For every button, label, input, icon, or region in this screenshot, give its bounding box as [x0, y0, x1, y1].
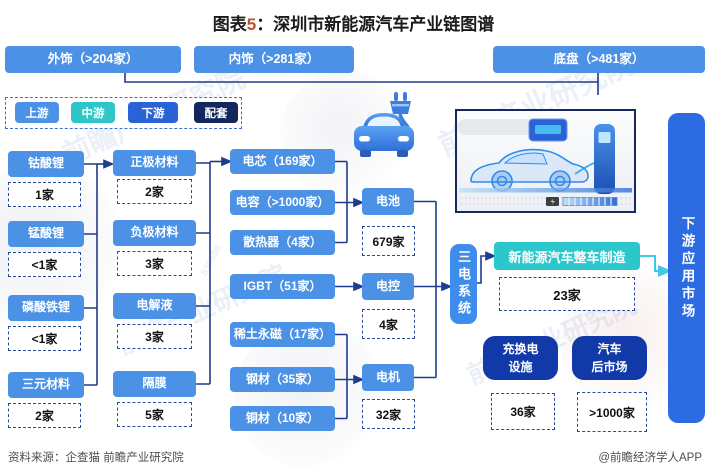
bracket-motor-parts [335, 333, 348, 420]
collector-three-systems [414, 200, 437, 379]
box-radiator: 散热器（4家） [230, 230, 335, 255]
charging-pillar-icon [574, 124, 615, 194]
box-cathode-material: 正极材料 [113, 150, 196, 176]
charging-facilities-line2: 设施 [508, 360, 533, 374]
box-manganese-lithium: 锰酸锂 [8, 221, 84, 247]
box-copper: 铜材（10家） [230, 406, 335, 431]
auto-aftermarket-line2: 后市场 [591, 360, 628, 374]
sign-board [528, 118, 568, 142]
box-motor: 电机 [362, 364, 414, 391]
box-ternary-material: 三元材料 [8, 372, 84, 398]
downstream-market-bar: 下游应用市场 [668, 113, 705, 423]
box-cell: 电芯（169家） [230, 149, 335, 174]
legend-upstream: 上游 [15, 102, 59, 123]
count-battery: 679家 [362, 226, 415, 256]
count-cathode-material: 2家 [117, 179, 192, 204]
legend-support: 配套 [194, 102, 238, 123]
top-box-interior: 内饰（>281家） [194, 46, 354, 73]
box-oem-manufacturing: 新能源汽车整车制造 [494, 242, 640, 270]
box-cobalt-lithium: 钴酸锂 [8, 151, 84, 177]
count-lfp: <1家 [8, 326, 81, 351]
charging-facilities-line1: 充换电 [502, 342, 539, 356]
box-anode-material: 负极材料 [113, 220, 196, 246]
arrow-system-to-oem [477, 251, 497, 284]
credit-note: @前瞻经济学人APP [598, 452, 702, 464]
battery-gauge-icon [546, 197, 618, 206]
count-econtrol: 4家 [362, 309, 415, 339]
ev-car-plug-icon [348, 90, 432, 162]
count-electrolyte: 3家 [117, 324, 192, 349]
box-econtrol: 电控 [362, 273, 414, 300]
legend-midstream: 中游 [71, 102, 115, 123]
title-prefix: 图表 [212, 15, 247, 34]
count-oem: 23家 [499, 277, 635, 311]
box-three-electric-system: 三电系统 [450, 244, 477, 324]
box-charging-facilities: 充换电 设施 [483, 336, 558, 380]
legend: 上游 中游 下游 配套 [5, 97, 242, 129]
background-band [457, 119, 549, 135]
title-colon: ： [256, 15, 274, 34]
box-rare-earth-magnet: 稀土永磁（17家） [230, 322, 335, 347]
source-note: 资料来源：企查猫 前瞻产业研究院 [8, 452, 184, 464]
car-icon [354, 113, 414, 157]
ground-line [459, 188, 632, 193]
top-connector-line [124, 73, 599, 95]
title-number: 5 [246, 15, 257, 34]
page-title: 图表5：深圳市新能源汽车产业链图谱 [0, 10, 707, 35]
count-auto-aftermarket: >1000家 [577, 392, 647, 432]
box-auto-aftermarket: 汽车 后市场 [572, 336, 647, 380]
title-text: 深圳市新能源汽车产业链图谱 [273, 15, 495, 34]
bracket-col2 [196, 161, 211, 385]
box-separator: 隔膜 [113, 371, 196, 397]
top-box-exterior: 外饰（>204家） [5, 46, 181, 73]
box-electrolyte: 电解液 [113, 293, 196, 319]
box-steel: 钢材（35家） [230, 367, 335, 392]
count-cobalt-lithium: 1家 [8, 182, 81, 207]
count-motor: 32家 [362, 399, 415, 429]
arrow-oem-to-downstream [640, 255, 672, 277]
box-igbt: IGBT（51家） [230, 274, 335, 299]
bracket-col1 [84, 163, 98, 386]
count-anode-material: 3家 [117, 251, 192, 276]
box-capacitor: 电容（>1000家） [230, 190, 335, 215]
count-charging-facilities: 36家 [491, 393, 555, 430]
wireframe-car [470, 148, 589, 192]
top-box-chassis: 底盘（>481家） [493, 46, 705, 73]
blueprint-car-image [455, 109, 636, 213]
auto-aftermarket-line1: 汽车 [597, 342, 622, 356]
legend-downstream: 下游 [128, 102, 178, 123]
count-separator: 5家 [117, 402, 192, 427]
box-lfp: 磷酸铁锂 [8, 295, 84, 321]
box-battery: 电池 [362, 188, 414, 215]
count-manganese-lithium: <1家 [8, 252, 81, 277]
count-ternary-material: 2家 [8, 403, 81, 428]
